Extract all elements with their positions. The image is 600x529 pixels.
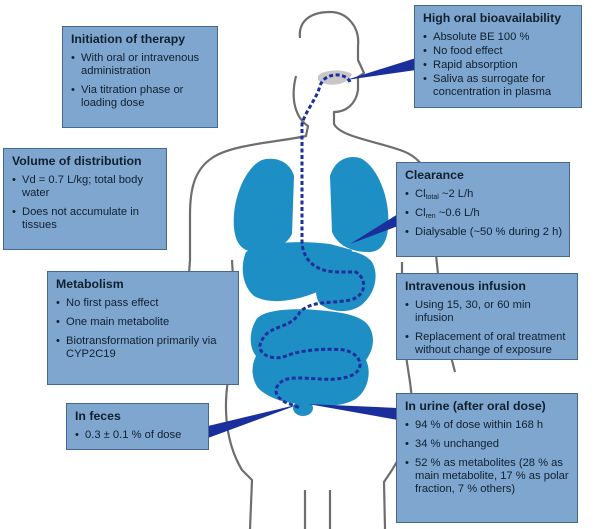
infusion-item: Using 15, 30, or 60 min infusion	[405, 299, 571, 325]
infusion-title: Intravenous infusion	[405, 279, 526, 293]
initiation-item: Via titration phase or loading dose	[71, 84, 211, 110]
bioavailability-item: No food effect	[423, 45, 575, 58]
connector-clearance	[350, 214, 398, 244]
clearance-renal: Clren ~0.6 L/h	[405, 207, 563, 220]
urine-title: In urine (after oral dose)	[405, 399, 546, 413]
stomach	[315, 250, 376, 312]
bioavailability-item: Absolute BE 100 %	[423, 31, 575, 44]
clearance-total: Cltotal ~2 L/h	[405, 188, 563, 201]
clearance-dialysable: Dialysable (~50 % during 2 h)	[405, 226, 563, 239]
volume-item: Does not accumulate in tissues	[12, 206, 160, 232]
cl-total-value: ~2 L/h	[438, 188, 474, 200]
feces-title: In feces	[75, 409, 121, 423]
box-initiation: Initiation of therapy With oral or intra…	[62, 26, 218, 128]
cl-ren-prefix: Cl	[415, 207, 426, 219]
box-volume: Volume of distribution Vd = 0.7 L/kg; to…	[3, 148, 167, 250]
connector-lines	[208, 58, 416, 438]
feces-item: 0.3 ± 0.1 % of dose	[75, 429, 202, 442]
cl-ren-sub: ren	[425, 213, 436, 220]
metabolism-item: One main metabolite	[56, 316, 232, 329]
cl-ren-value: ~0.6 L/h	[435, 207, 480, 219]
box-metabolism: Metabolism No first pass effect One main…	[47, 271, 239, 385]
intestines	[250, 309, 373, 406]
box-feces: In feces 0.3 ± 0.1 % of dose	[66, 403, 209, 450]
urine-item: 94 % of dose within 168 h	[405, 419, 571, 432]
metabolism-item: Biotransformation primarily via CYP2C19	[56, 335, 232, 361]
urine-item: 52 % as metabolites (28 % as main metabo…	[405, 457, 571, 496]
connector-feces	[208, 404, 300, 438]
bioavailability-item: Saliva as surrogate for concentration in…	[423, 73, 575, 99]
initiation-title: Initiation of therapy	[71, 32, 186, 46]
urine-item: 34 % unchanged	[405, 438, 571, 451]
box-infusion: Intravenous infusion Using 15, 30, or 60…	[396, 273, 578, 360]
oral-cavity	[318, 70, 352, 85]
volume-title: Volume of distribution	[12, 154, 142, 168]
box-bioavailability: High oral bioavailability Absolute BE 10…	[414, 5, 582, 108]
metabolism-title: Metabolism	[56, 277, 124, 291]
clearance-title: Clearance	[405, 168, 464, 182]
connector-bioavailability	[346, 58, 416, 80]
cl-total-prefix: Cl	[415, 188, 426, 200]
initiation-item: With oral or intravenous administration	[71, 52, 211, 78]
bioavailability-title: High oral bioavailability	[423, 11, 562, 25]
right-lung	[233, 158, 294, 252]
volume-item: Vd = 0.7 L/kg; total body water	[12, 174, 160, 200]
left-lung	[330, 156, 389, 252]
box-clearance: Clearance Cltotal ~2 L/h Clren ~0.6 L/h …	[396, 162, 570, 257]
box-urine: In urine (after oral dose) 94 % of dose …	[396, 393, 578, 523]
drug-pathway	[258, 73, 366, 410]
cl-total-sub: total	[425, 194, 439, 201]
metabolism-item: No first pass effect	[56, 297, 232, 310]
connector-urine	[308, 404, 398, 420]
bioavailability-item: Rapid absorption	[423, 59, 575, 72]
infusion-item: Replacement of oral treatment without ch…	[405, 331, 571, 357]
